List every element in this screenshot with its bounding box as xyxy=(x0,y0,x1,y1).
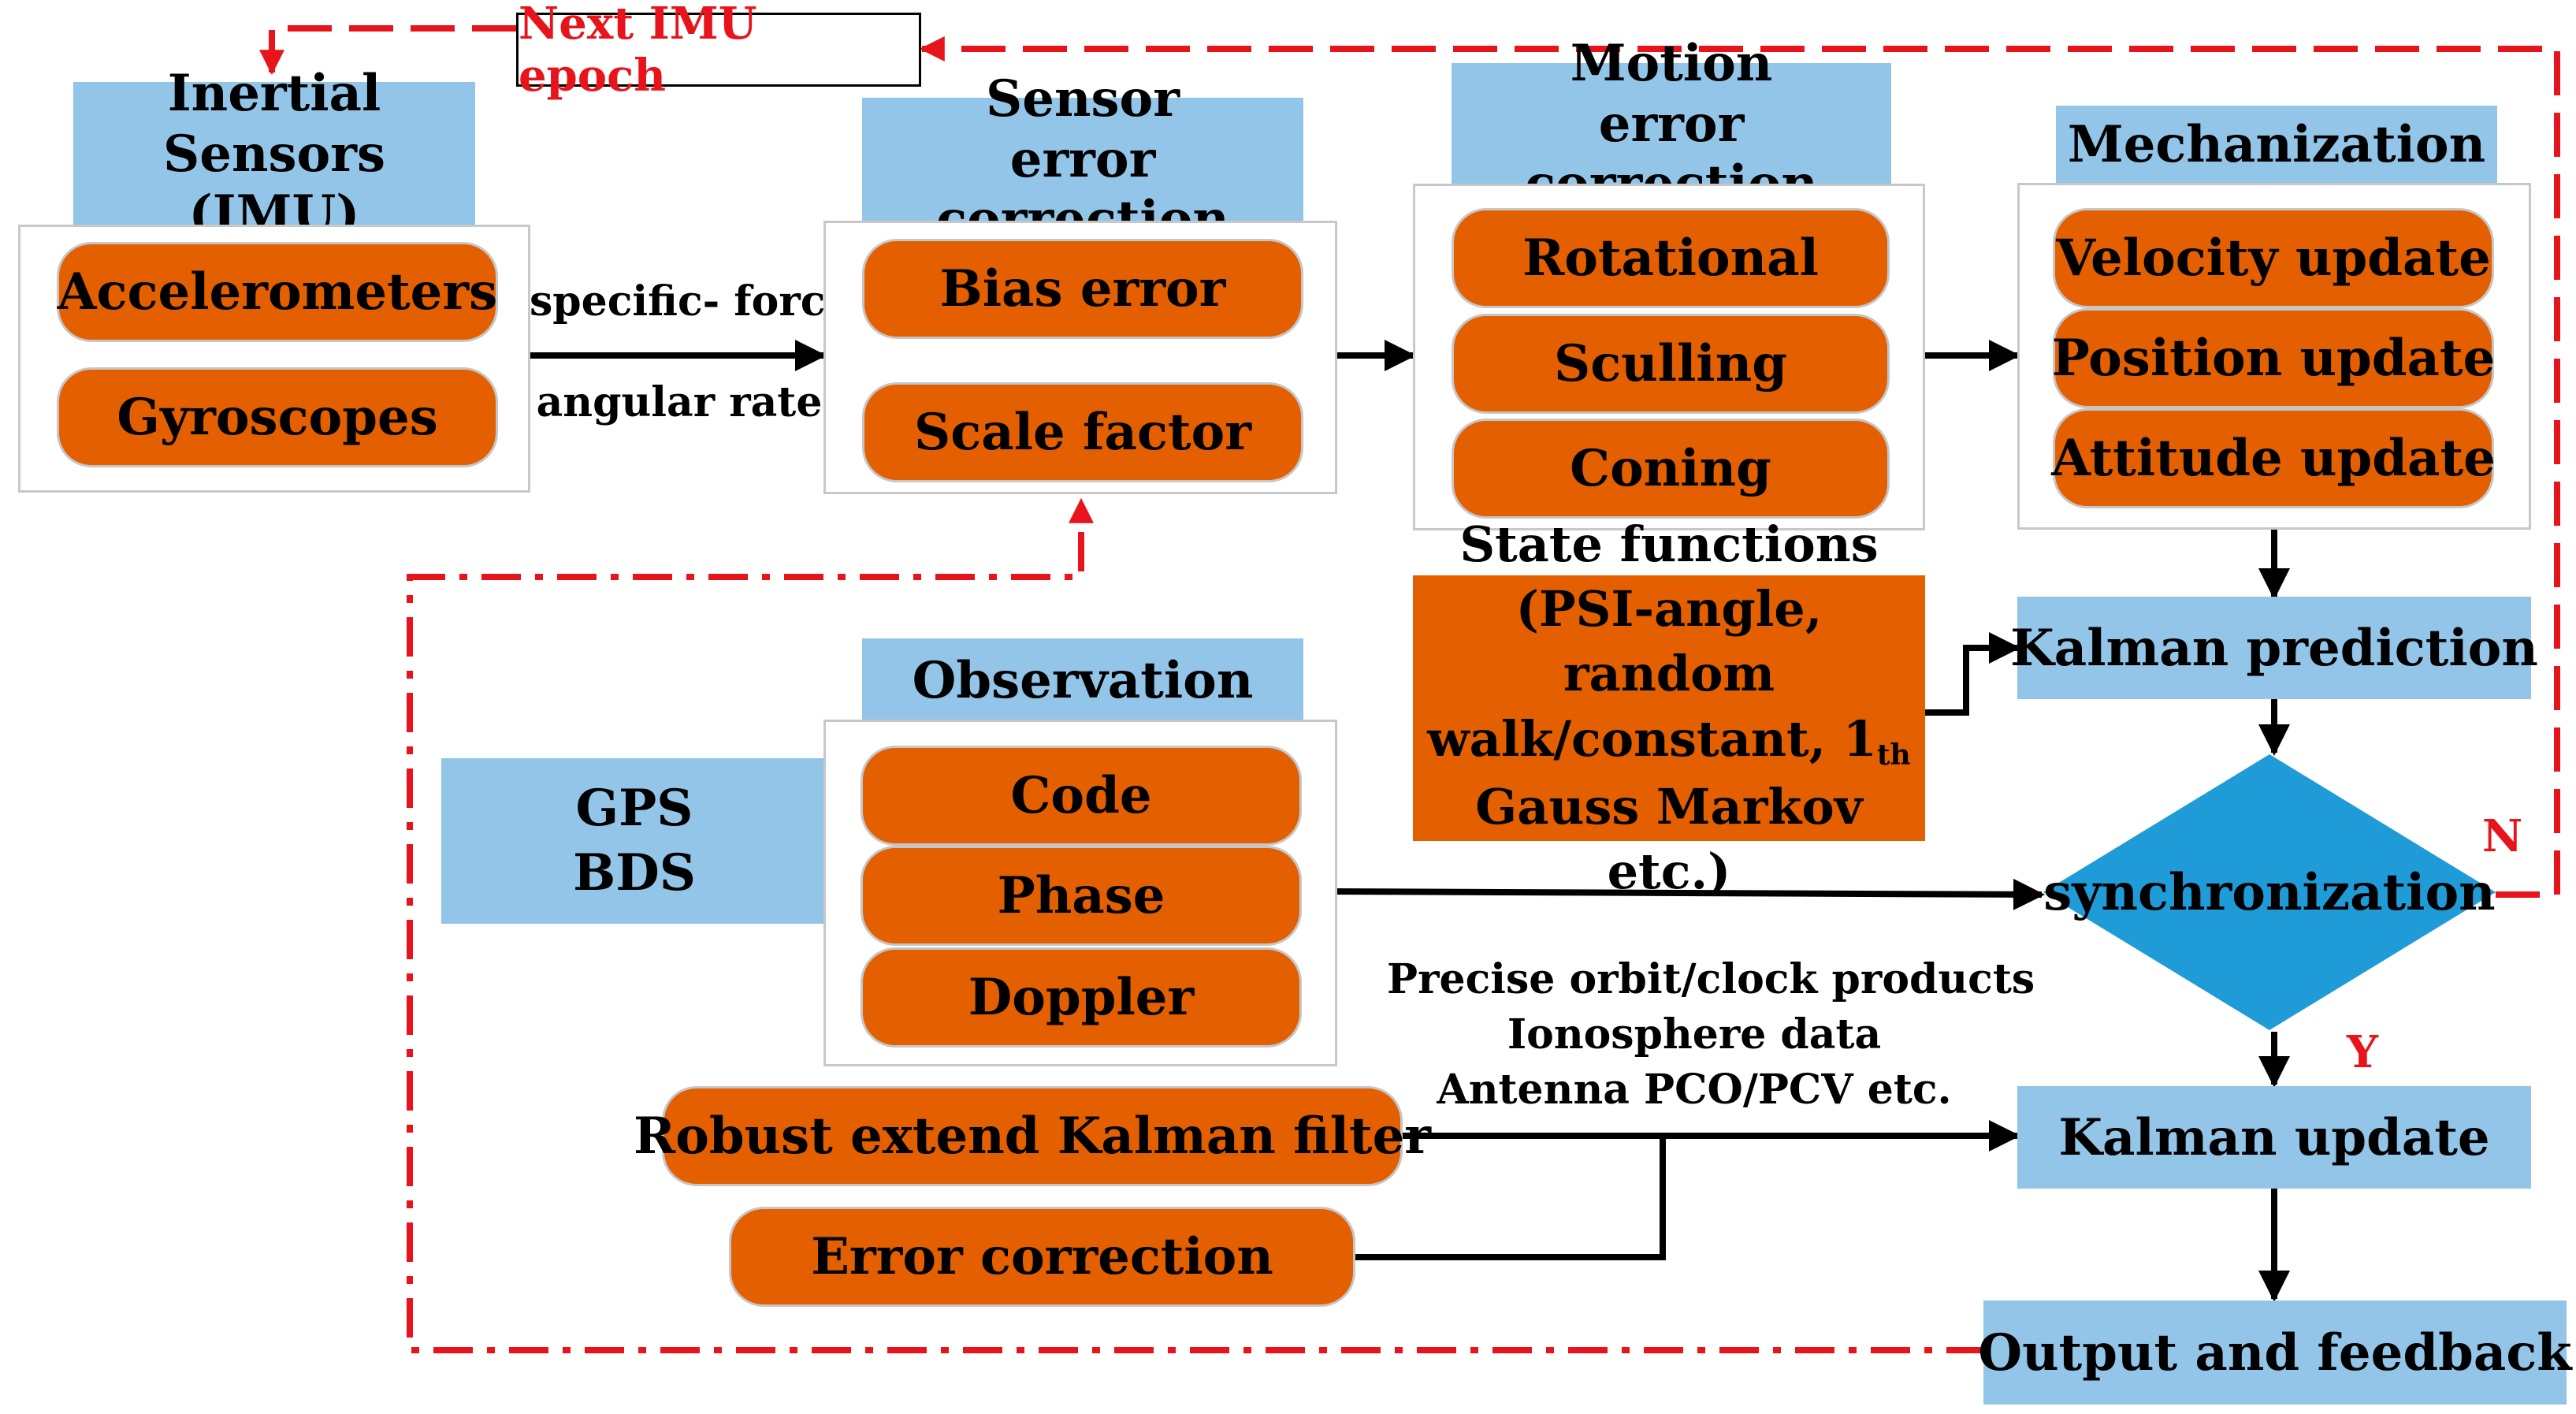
rotational-pill: Rotational xyxy=(1452,208,1890,308)
connector-error-correction xyxy=(1355,1136,1666,1260)
position-update-label: Position update xyxy=(2051,329,2496,388)
sculling-pill: Sculling xyxy=(1452,314,1890,414)
state-functions-line3-wrap: walk/constant, 1th xyxy=(1427,707,1910,775)
kalman-prediction-box: Kalman prediction xyxy=(2010,597,2538,699)
loop-feedback xyxy=(407,497,1986,1353)
observation-header: Observation xyxy=(862,638,1303,724)
imu-title: Inertial Sensors (IMU) xyxy=(163,63,385,244)
robust-ekf-label: Robust extend Kalman filter xyxy=(634,1107,1431,1166)
attitude-update-label: Attitude update xyxy=(2051,429,2496,488)
mechanization-header: Mechanization xyxy=(2056,106,2497,184)
state-functions-superscript: th xyxy=(1876,738,1911,772)
bias-error-label: Bias error xyxy=(939,259,1226,318)
branch-yes-label: Y xyxy=(2347,1026,2378,1078)
velocity-update-label: Velocity update xyxy=(2056,229,2491,288)
scale-factor-pill: Scale factor xyxy=(862,382,1303,482)
observation-title: Observation xyxy=(912,650,1254,710)
gnss-box: GPS BDS xyxy=(441,758,827,924)
coning-pill: Coning xyxy=(1452,419,1890,519)
output-feedback-box: Output and feedback xyxy=(1978,1301,2572,1405)
doppler-label: Doppler xyxy=(968,968,1195,1027)
state-functions-box: State functions (PSI-angle, random walk/… xyxy=(1413,515,1925,900)
code-pill: Code xyxy=(861,746,1302,846)
bias-error-pill: Bias error xyxy=(862,239,1303,339)
state-functions-line1: State functions xyxy=(1459,515,1879,573)
gyroscopes-pill: Gyroscopes xyxy=(57,367,498,467)
loop-next-imu-epoch-left xyxy=(259,25,516,76)
loop-next-imu-epoch xyxy=(919,36,2560,898)
bds-label: BDS xyxy=(573,843,696,902)
products-line3: Antenna PCO/PCV etc. xyxy=(1437,1066,1952,1114)
state-functions-line2: (PSI-angle, random xyxy=(1515,579,1823,703)
state-functions-line3: walk/constant, 1 xyxy=(1427,709,1877,768)
gyroscopes-label: Gyroscopes xyxy=(117,388,438,447)
kalman-update-label: Kalman update xyxy=(2058,1107,2490,1167)
position-update-pill: Position update xyxy=(2051,308,2496,408)
code-label: Code xyxy=(1010,766,1152,825)
error-correction-pill: Error correction xyxy=(729,1207,1355,1307)
doppler-pill: Doppler xyxy=(861,947,1302,1047)
error-correction-label: Error correction xyxy=(811,1227,1273,1286)
arrow-state-to-prediction xyxy=(1924,632,2020,716)
angular-rate-label: angular rate xyxy=(536,378,823,426)
output-feedback-label: Output and feedback xyxy=(1978,1323,2572,1382)
attitude-update-pill: Attitude update xyxy=(2051,408,2496,508)
kalman-prediction-label: Kalman prediction xyxy=(2010,618,2538,678)
specific-force-label: specific- force xyxy=(530,277,852,326)
sculling-label: Sculling xyxy=(1554,334,1787,393)
kalman-update-box: Kalman update xyxy=(2017,1086,2531,1189)
velocity-update-pill: Velocity update xyxy=(2053,208,2494,308)
robust-ekf-pill: Robust extend Kalman filter xyxy=(634,1086,1431,1186)
phase-pill: Phase xyxy=(861,846,1302,946)
branch-no-label: N xyxy=(2482,810,2523,862)
accelerometers-label: Accelerometers xyxy=(57,262,498,322)
imu-header: Inertial Sensors (IMU) xyxy=(73,64,475,244)
products-line2: Ionosphere data xyxy=(1507,1010,1882,1059)
state-functions-line4: Gauss Markov etc.) xyxy=(1475,777,1863,901)
phase-label: Phase xyxy=(997,866,1165,925)
arrow-observation-to-sync xyxy=(1331,878,2045,910)
scale-factor-label: Scale factor xyxy=(914,403,1251,462)
motion-error-header: Motion error correction xyxy=(1452,34,1891,214)
mechanization-title: Mechanization xyxy=(2067,114,2486,174)
gps-label: GPS xyxy=(575,779,693,839)
next-epoch-text: Next IMU epoch xyxy=(519,0,757,102)
rotational-label: Rotational xyxy=(1522,229,1819,288)
coning-label: Coning xyxy=(1570,439,1771,498)
accelerometers-pill: Accelerometers xyxy=(57,242,498,342)
synchronization-label: synchronization xyxy=(2043,862,2496,922)
products-line1: Precise orbit/clock products xyxy=(1387,955,2035,1003)
next-epoch-label: Next IMU epoch xyxy=(516,0,921,102)
synchronization-diamond xyxy=(2043,754,2496,1030)
sensor-error-header: Sensor error correction xyxy=(862,69,1303,249)
